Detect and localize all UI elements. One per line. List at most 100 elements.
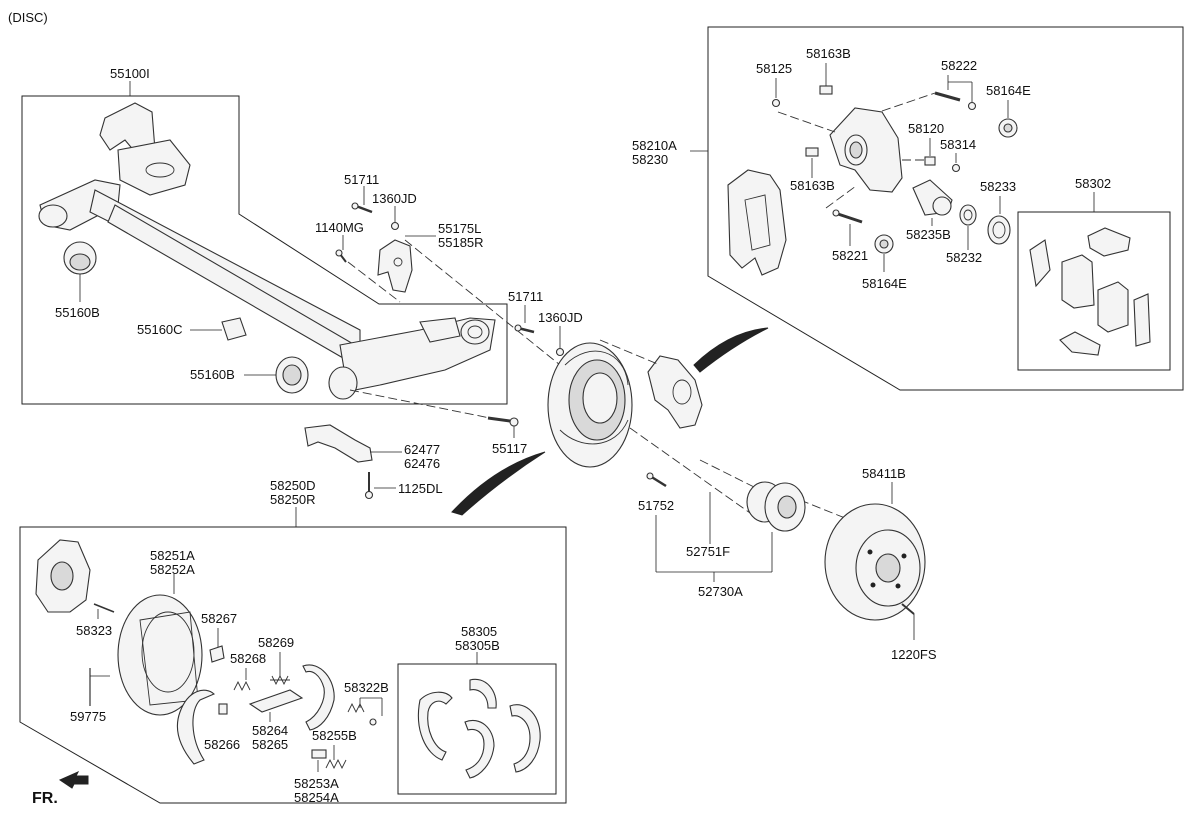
hub-bolt-51752: [646, 472, 667, 488]
cap-58314: [951, 163, 961, 173]
callout-58222: 58222: [941, 58, 977, 73]
callout-58265: 58265: [252, 737, 288, 752]
callout-58120: 58120: [908, 121, 944, 136]
spring-58269: [270, 674, 290, 686]
bolt-51711-upper: [351, 202, 373, 214]
callout-58314: 58314: [940, 137, 976, 152]
guide-pin-58221: [832, 209, 863, 224]
callout-58230: 58230: [632, 152, 668, 167]
callout-62476: 62476: [404, 456, 440, 471]
callout-51711-upper: 51711: [344, 172, 379, 187]
callout-51752: 51752: [638, 498, 674, 513]
callout-58164e-upper: 58164E: [986, 83, 1031, 98]
swoosh-arrow-lower: [451, 451, 546, 516]
callout-58411b: 58411B: [862, 466, 906, 481]
callout-58253a: 58253A: [294, 776, 339, 791]
guide-pin-58222: [934, 91, 977, 111]
callout-52730a: 52730A: [698, 584, 743, 599]
callout-58125: 58125: [756, 61, 792, 76]
bleeder-58125: [771, 98, 781, 108]
callout-58305b: 58305B: [455, 638, 500, 653]
callout-1360jd-lower: 1360JD: [538, 310, 583, 325]
carrier-plate-58323: [35, 539, 91, 613]
callout-58250r: 58250R: [270, 492, 316, 507]
callout-55185r: 55185R: [438, 235, 484, 250]
boot-58164e-upper: [998, 118, 1018, 138]
callout-58235b: 58235B: [906, 227, 951, 242]
callout-58267: 58267: [201, 611, 237, 626]
shoe-58266: [176, 689, 216, 765]
callout-58269: 58269: [258, 635, 294, 650]
callout-58302: 58302: [1075, 176, 1111, 191]
bolt-51711-lower: [514, 324, 535, 334]
callout-58210a: 58210A: [632, 138, 677, 153]
bushing-55160b-lower: [275, 356, 309, 394]
callout-58266: 58266: [204, 737, 240, 752]
bolt-55117: [487, 416, 519, 427]
seal-58233: [987, 215, 1011, 245]
screw-1220fs: [901, 603, 915, 615]
adjuster-58253a: [311, 749, 327, 759]
bushing-55160b-upper: [63, 241, 97, 275]
parking-brake-box: [19, 526, 567, 804]
callout-58163b-upper: 58163B: [806, 46, 851, 61]
callout-1125dl: 1125DL: [398, 481, 443, 496]
callout-1140mg: 1140MG: [315, 220, 364, 235]
seal-58232: [959, 204, 977, 226]
bushing-55160c: [221, 317, 247, 341]
caliper-housing: [829, 107, 903, 193]
callout-58322b: 58322B: [344, 680, 389, 695]
swoosh-arrow-upper: [693, 327, 769, 373]
callout-55160c: 55160C: [137, 322, 183, 337]
guide-bolt-58163b-upper: [819, 85, 833, 95]
piston-58235b: [912, 179, 953, 216]
callout-59775: 59775: [70, 709, 106, 724]
callout-58252a: 58252A: [150, 562, 195, 577]
adjuster-58264: [248, 689, 304, 713]
callout-55100i: 55100I: [110, 66, 150, 81]
bracket-55175l: [377, 239, 413, 293]
callout-58255b: 58255B: [312, 728, 357, 743]
parking-shoe-set: [417, 678, 541, 779]
callout-58305: 58305: [461, 624, 497, 639]
callout-58250d: 58250D: [270, 478, 316, 493]
caliper-carrier-bracket: [727, 169, 787, 276]
torsion-beam-axle: [38, 102, 496, 391]
callout-58264: 58264: [252, 723, 288, 738]
spring-58266: [218, 703, 228, 715]
callout-58323: 58323: [76, 623, 112, 638]
callout-62477: 62477: [404, 442, 440, 457]
callout-52751f: 52751F: [686, 544, 730, 559]
variant-label: (DISC): [8, 10, 48, 25]
hub-bearing-52730a: [746, 481, 806, 532]
axle-assembly-box: [21, 95, 508, 405]
callout-55160b-lower: 55160B: [190, 367, 235, 382]
guide-bolt-58163b-lower: [805, 147, 819, 157]
brake-pad-set: [1029, 227, 1151, 356]
callout-58254a: 58254A: [294, 790, 339, 805]
callout-55160b-upper: 55160B: [55, 305, 100, 320]
pin-58323: [93, 603, 115, 613]
callout-58163b-lower: 58163B: [790, 178, 835, 193]
caliper-parts-box: [707, 26, 1184, 391]
callout-58233: 58233: [980, 179, 1016, 194]
callout-58232: 58232: [946, 250, 982, 265]
front-label: FR.: [32, 790, 58, 807]
callout-58251a: 58251A: [150, 548, 195, 563]
shoe-58264-right: [302, 664, 335, 731]
callout-1360jd-upper: 1360JD: [372, 191, 417, 206]
callout-58164e-lower: 58164E: [862, 276, 907, 291]
caliper-assembly-installed: [647, 355, 703, 429]
bleeder-58120: [924, 156, 936, 166]
spring-58268: [233, 680, 251, 692]
bolt-1125dl: [364, 472, 374, 500]
front-direction-arrow-icon: [58, 770, 89, 789]
callout-58268: 58268: [230, 651, 266, 666]
bracket-62477: [304, 424, 373, 463]
callout-1220fs: 1220FS: [891, 647, 937, 662]
callout-55117: 55117: [492, 441, 527, 456]
bolt-1140mg: [335, 249, 347, 263]
bushing-outer: [328, 366, 358, 400]
callout-51711-lower: 51711: [508, 289, 543, 304]
